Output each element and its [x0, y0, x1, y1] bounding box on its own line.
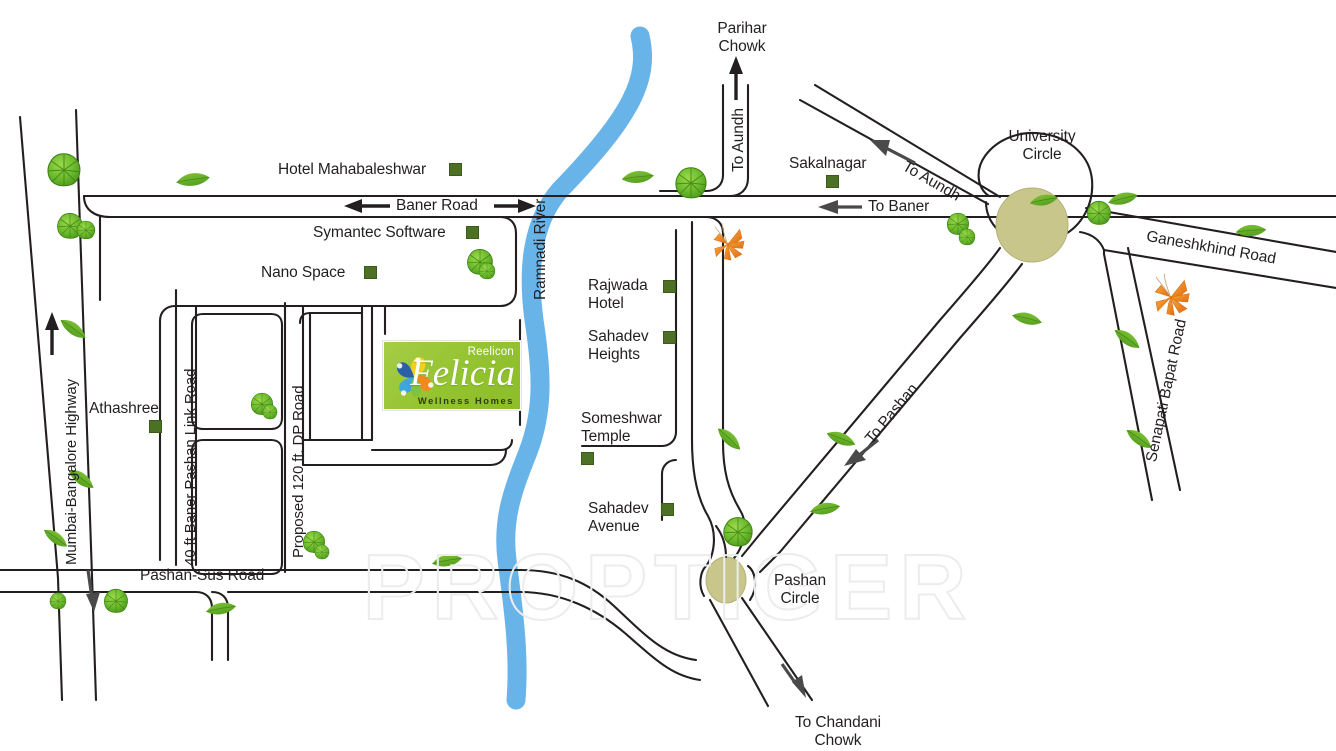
landmark-marker: [449, 163, 462, 176]
leaf-icon: [1011, 304, 1043, 334]
baner-road-right-arrow: [494, 199, 536, 213]
landmark-marker: [663, 331, 676, 344]
parihar-road-south-left: [704, 215, 746, 568]
landmark-someshwar-temple: Someshwar Temple: [581, 410, 662, 446]
tree-icon: [723, 517, 753, 547]
east-block-outline-2: [660, 458, 678, 522]
landmark-marker: [826, 175, 839, 188]
leaf-icon: [621, 164, 655, 190]
highway-down-arrow: [86, 569, 100, 612]
logo-tagline: Wellness Homes: [417, 396, 514, 406]
dp-block-upper: [308, 311, 364, 442]
landmark-marker: [661, 503, 674, 516]
baner-road-south-edge: [82, 194, 1336, 219]
pashan-circle-island: [705, 556, 747, 604]
tree-icon: [958, 228, 976, 246]
ramnadi-river-path: [496, 26, 652, 710]
senapati-bapat-road-right: [1126, 246, 1182, 492]
tree-icon: [314, 544, 330, 560]
to-pashan-road-upper: [740, 246, 1002, 558]
to-pashan-road-lower: [758, 262, 1024, 574]
landmark-marker: [581, 452, 594, 465]
to-aundh-diagonal-upper: [813, 83, 1002, 199]
tree-icon: [262, 404, 278, 420]
landmark-hotel-mahabaleshwar: Hotel Mahabaleshwar: [278, 161, 427, 178]
tree-icon: [1087, 200, 1111, 226]
project-logo[interactable]: Reelicon Felicia Wellness Homes: [383, 341, 521, 410]
road-label-baner-road: Baner Road: [396, 197, 478, 214]
parihar-road-left: [658, 83, 725, 193]
university-circle-island: [995, 187, 1069, 263]
landmark-marker: [149, 420, 162, 433]
pashan-circle-link-b: [746, 564, 757, 602]
landmark-rajwada-hotel: Rajwada Hotel: [588, 277, 648, 313]
junction-parihar-chowk: Parihar Chowk: [717, 20, 767, 56]
mumbai-bangalore-highway-right: [74, 108, 98, 702]
tree-icon: [76, 220, 96, 240]
senapati-bapat-road-left: [1102, 248, 1154, 502]
road-label-proposed-dp-road: Proposed 120 ft. DP Road: [290, 385, 307, 558]
landmark-sahadev-avenue: Sahadev Avenue: [588, 500, 649, 536]
to-aundh-up-arrow: [729, 56, 743, 100]
direction-to-chandani-chowk: To Chandani Chowk: [795, 714, 881, 750]
road-under-logo-2: [301, 448, 508, 467]
road-label-ramnadi-river: Ramnadi River: [532, 198, 549, 300]
flower-icon: [713, 223, 745, 261]
to-pashan-arrow: [844, 438, 879, 466]
mumbai-bangalore-highway-left: [18, 115, 64, 702]
landmark-marker: [663, 280, 676, 293]
direction-to-baner: To Baner: [868, 198, 930, 215]
junction-university-circle: University Circle: [1008, 128, 1076, 164]
to-chandani-chowk-left: [708, 598, 770, 708]
tree-icon: [478, 262, 496, 280]
pashan-circle-north-link: [714, 524, 728, 559]
road-label-baner-pashan-link-road: 40 ft Baner Pashan Link Road: [182, 368, 199, 566]
subblock-lower: [190, 438, 284, 576]
to-baner-arrow: [818, 200, 862, 214]
to-aundh-diagonal-arrow: [870, 140, 916, 165]
leaf-icon: [431, 549, 463, 573]
parihar-road-right: [728, 83, 750, 198]
parihar-road-south-right: [690, 220, 715, 568]
pashan-sus-road-north: [0, 568, 698, 662]
leaf-icon: [1107, 188, 1139, 210]
pashan-sus-road-south2: [210, 590, 230, 662]
baner-road-left-arrow: [344, 199, 390, 213]
logo-name: Felicia: [410, 353, 515, 394]
direction-to-aundh-vertical: To Aundh: [730, 108, 747, 172]
tree-icon: [47, 153, 81, 187]
landmark-symantec-software: Symantec Software: [313, 224, 446, 241]
leaf-icon: [175, 166, 211, 193]
pashan-sus-road-south-east: [226, 590, 702, 682]
tree-icon: [675, 167, 707, 199]
ganeshkhind-road-north: [1084, 206, 1336, 254]
tree-icon: [49, 592, 67, 610]
landmark-marker: [364, 266, 377, 279]
leaf-icon: [809, 497, 841, 521]
highway-up-arrow: [45, 312, 59, 355]
logo-brand: Reelicon: [467, 346, 514, 358]
tree-icon: [104, 588, 128, 614]
landmark-sahadev-heights: Sahadev Heights: [588, 328, 649, 364]
junction-pashan-circle: Pashan Circle: [774, 572, 826, 608]
felicia-pinwheel-icon: [396, 357, 434, 397]
road-label-pashan-sus-road: Pashan-Sus Road: [140, 567, 265, 584]
landmark-marker: [466, 226, 479, 239]
to-chandani-chowk-arrow: [780, 663, 806, 698]
landmark-nano-space: Nano Space: [261, 264, 346, 281]
block-upper-right: [106, 215, 518, 562]
dp-block-upper-rounded: [298, 311, 312, 325]
landmark-athashree: Athashree: [89, 400, 159, 417]
landmark-sakalnagar: Sakalnagar: [789, 155, 867, 172]
flower-icon: [1154, 273, 1190, 316]
leaf-icon: [717, 423, 742, 455]
road-label-mumbai-bangalore-highway: Mumbai-Bangalore Highway: [63, 378, 80, 565]
pashan-circle-link-a: [699, 564, 708, 598]
east-block-outline: [580, 228, 678, 448]
road-under-logo: [370, 438, 514, 452]
subblock-upper: [190, 312, 284, 431]
